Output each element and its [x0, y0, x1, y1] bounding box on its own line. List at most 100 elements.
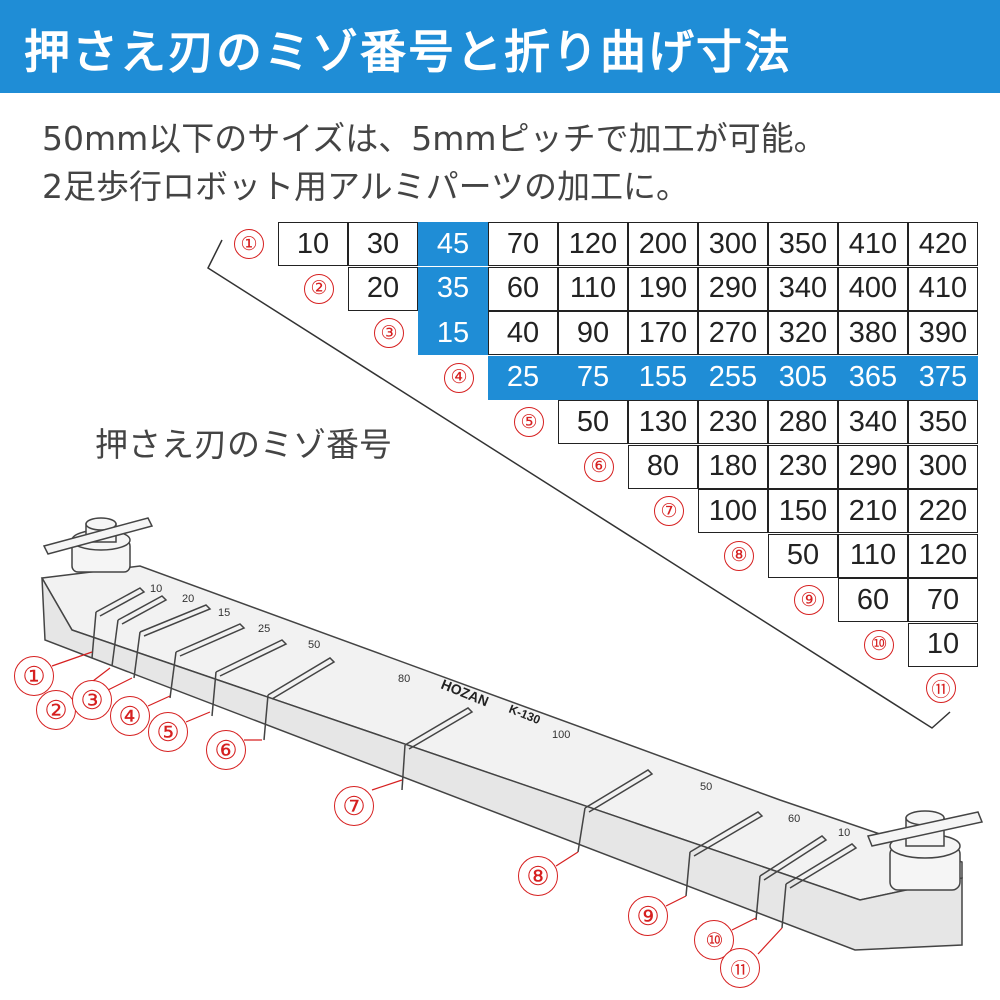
tool-callout-6: ⑥ — [206, 730, 246, 770]
table-cell: 130 — [628, 400, 698, 444]
table-cell: 350 — [768, 222, 838, 266]
table-cell: 200 — [628, 222, 698, 266]
table-cell: 110 — [558, 266, 628, 311]
tool-callout-8: ⑧ — [518, 856, 558, 896]
tool-callout-9: ⑨ — [628, 896, 668, 936]
tool-scale-marks: 10 20 15 25 50 80 100 50 60 10 — [150, 583, 850, 839]
table-cell: 90 — [558, 311, 628, 355]
description-line-2: 2足歩行ロボット用アルミパーツの加工に。 — [42, 167, 690, 206]
row-label-10: ⑩ — [864, 629, 894, 660]
table-cell: 70 — [908, 578, 978, 622]
table-cell: 290 — [838, 444, 908, 489]
tool-callout-5: ⑤ — [148, 712, 188, 752]
groove-slots — [95, 587, 858, 889]
scale-mark-8: 50 — [700, 781, 712, 793]
table-cell: 45 — [418, 222, 488, 266]
table-cell: 340 — [838, 400, 908, 444]
table-cell: 305 — [768, 355, 838, 400]
row-label-7: ⑦ — [654, 496, 684, 526]
bracket-line — [207, 239, 951, 729]
table-cell: 170 — [628, 311, 698, 355]
table-cell: 60 — [488, 266, 558, 311]
scale-mark-2: 20 — [182, 593, 194, 605]
row-label-11: ⑪ — [926, 673, 956, 703]
table-cell: 35 — [418, 266, 488, 311]
tool-callout-4: ④ — [110, 696, 150, 736]
tool-callout-3: ③ — [72, 680, 112, 720]
table-cell: 15 — [418, 311, 488, 355]
table-cell: 210 — [838, 489, 908, 533]
scale-mark-9: 60 — [788, 813, 800, 825]
tool-front-face — [41, 577, 963, 951]
table-cell: 10 — [908, 622, 978, 667]
table-cell: 320 — [768, 311, 838, 355]
scale-mark-10: 10 — [838, 827, 850, 839]
table-cell: 410 — [838, 222, 908, 266]
scale-mark-6: 80 — [398, 673, 410, 685]
table-cell: 110 — [838, 533, 908, 578]
table-cell: 230 — [698, 400, 768, 444]
tool-callout-7: ⑦ — [334, 786, 374, 826]
table-cell: 280 — [768, 400, 838, 444]
tool-callout-1: ① — [14, 656, 54, 696]
table-cell: 365 — [838, 355, 908, 400]
row-label-6: ⑥ — [584, 451, 614, 482]
table-cell: 150 — [768, 489, 838, 533]
row-label-8: ⑧ — [724, 540, 754, 571]
table-cell: 270 — [698, 311, 768, 355]
table-cell: 180 — [698, 444, 768, 489]
table-cell: 100 — [698, 489, 768, 533]
right-clamp-knob — [866, 810, 984, 891]
row-label-3: ③ — [374, 318, 404, 348]
table-cell: 380 — [838, 311, 908, 355]
table-cell: 120 — [558, 222, 628, 266]
table-cell: 30 — [348, 222, 418, 266]
table-cell: 120 — [908, 533, 978, 578]
groove-cuts — [91, 611, 787, 929]
table-cell: 375 — [908, 355, 978, 400]
table-cell: 400 — [838, 266, 908, 311]
table-cell: 75 — [558, 355, 628, 400]
row-label-5: ⑤ — [514, 407, 544, 437]
table-cell: 410 — [908, 266, 978, 311]
table-cell: 80 — [628, 444, 698, 489]
row-label-2: ② — [304, 273, 334, 304]
table-cell: 155 — [628, 355, 698, 400]
scale-mark-3: 15 — [218, 607, 230, 619]
table-cell: 340 — [768, 266, 838, 311]
table-cell: 300 — [908, 444, 978, 489]
table-cell: 25 — [488, 355, 558, 400]
left-clamp-knob — [42, 517, 154, 573]
tool-callout-10: ⑩ — [694, 920, 734, 960]
table-cell: 420 — [908, 222, 978, 266]
row-label-9: ⑨ — [794, 585, 824, 615]
scale-mark-1: 10 — [150, 583, 162, 595]
scale-mark-5: 50 — [308, 639, 320, 651]
table-cell: 70 — [488, 222, 558, 266]
table-cell: 350 — [908, 400, 978, 444]
table-cell: 50 — [558, 400, 628, 444]
title-banner: 押さえ刃のミゾ番号と折り曲げ寸法 — [0, 0, 1000, 93]
description-line-1: 50mm以下のサイズは、5mmピッチで加工が可能。 — [42, 119, 827, 158]
table-cell: 290 — [698, 266, 768, 311]
table-cell: 40 — [488, 311, 558, 355]
tool-callout-11: ⑪ — [720, 948, 760, 988]
table-cell: 300 — [698, 222, 768, 266]
table-cell: 20 — [348, 266, 418, 311]
table-cell: 220 — [908, 489, 978, 533]
table-cell: 60 — [838, 578, 908, 622]
row-label-1: ① — [234, 229, 264, 259]
table-cell: 50 — [768, 533, 838, 578]
tool-callout-2: ② — [36, 690, 76, 730]
table-cell: 255 — [698, 355, 768, 400]
page-title: 押さえ刃のミゾ番号と折り曲げ寸法 — [24, 25, 792, 79]
table-cell: 230 — [768, 444, 838, 489]
scale-mark-4: 25 — [258, 623, 270, 635]
table-cell: 390 — [908, 311, 978, 355]
scale-mark-7: 100 — [552, 729, 570, 741]
row-label-4: ④ — [444, 362, 474, 393]
groove-number-label: 押さえ刃のミゾ番号 — [95, 425, 392, 464]
table-cell: 10 — [278, 222, 348, 266]
table-cell: 190 — [628, 266, 698, 311]
